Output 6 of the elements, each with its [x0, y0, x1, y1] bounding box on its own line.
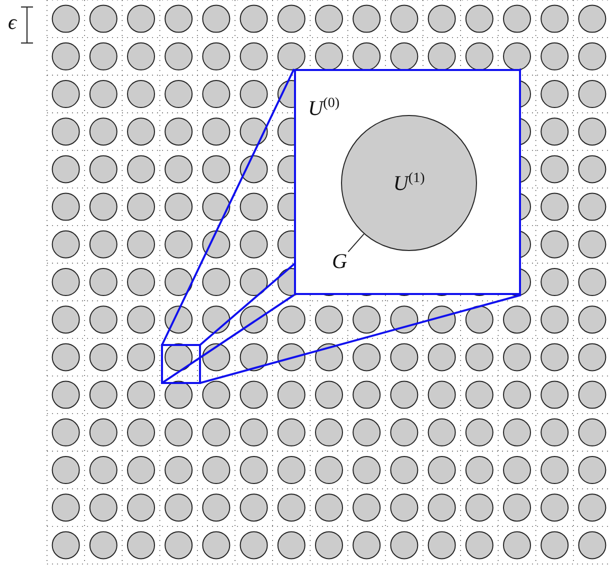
- dimension-label: ϵ: [8, 12, 16, 33]
- boundary-label: G: [332, 251, 348, 272]
- leader-line: [348, 233, 364, 252]
- zoom-inset-box: [294, 69, 521, 295]
- region-label: U$^{(1)}$: [393, 172, 425, 194]
- region-label: U$^{(0)}$: [308, 97, 340, 119]
